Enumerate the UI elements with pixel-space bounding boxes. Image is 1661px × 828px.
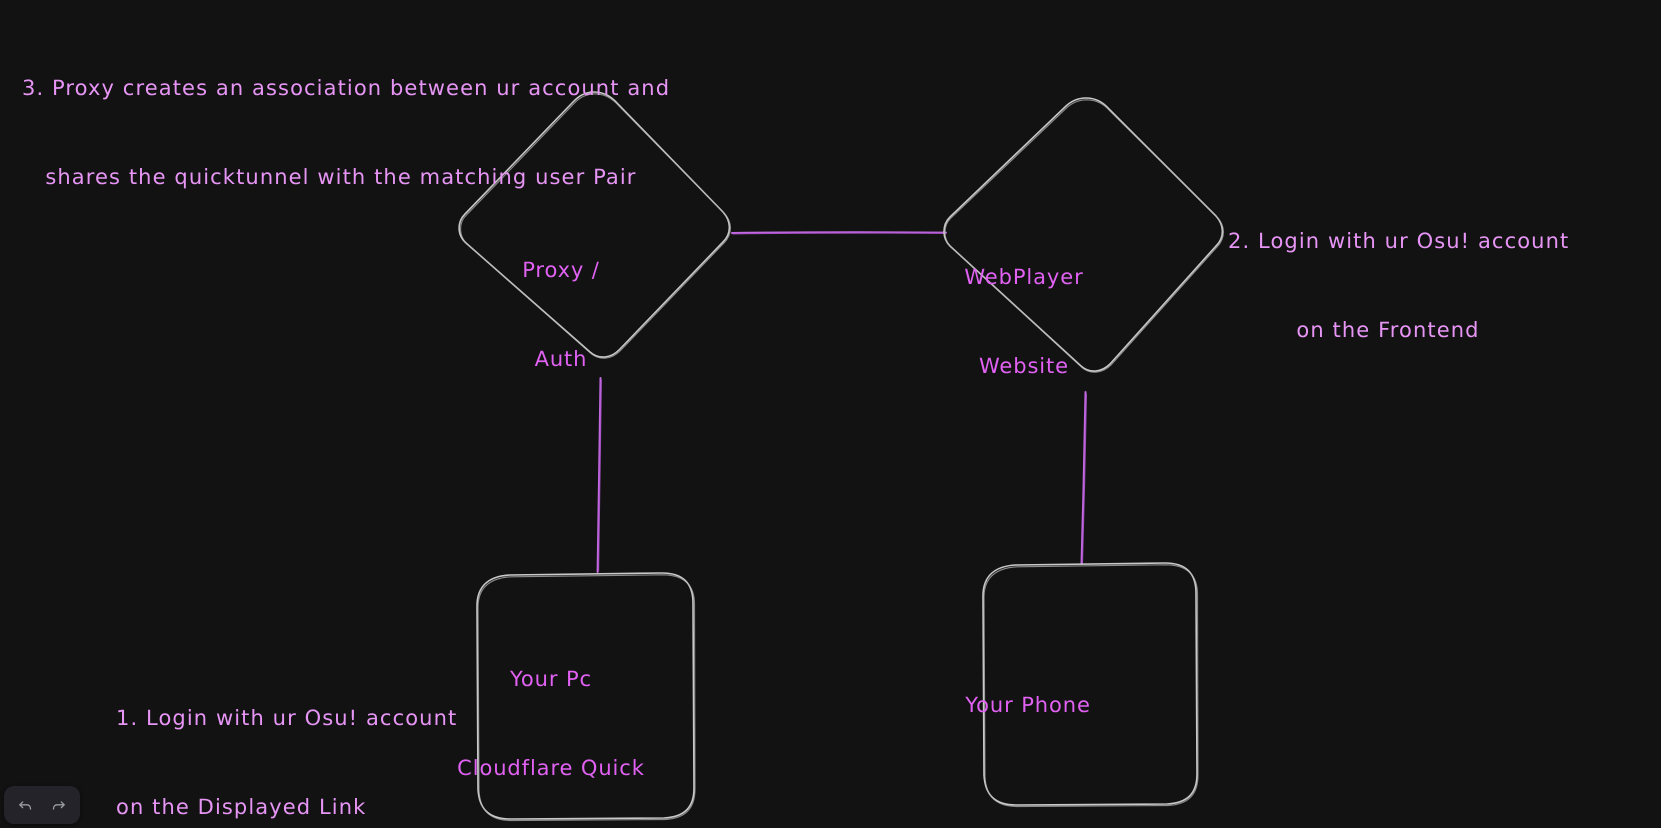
undo-icon — [17, 797, 34, 814]
undo-button[interactable] — [10, 791, 41, 819]
annotation-step-1-line1: 1. Login with ur Osu! account — [116, 705, 458, 730]
history-toolbar — [4, 786, 80, 824]
node-label-proxy-auth-line2: Auth — [534, 347, 588, 372]
redo-icon — [50, 797, 67, 814]
node-label-webplayer[interactable]: WebPlayer Website — [924, 203, 1124, 442]
node-label-webplayer-line2: Website — [978, 354, 1069, 379]
annotation-step-2-line1: 2. Login with ur Osu! account — [1228, 228, 1570, 253]
node-label-proxy-auth[interactable]: Proxy / Auth — [461, 196, 661, 435]
connector-proxy-to-webplayer — [731, 231, 947, 235]
annotation-step-3-line2: shares the quicktunnel with the matching… — [22, 165, 637, 190]
node-label-your-pc-line1: Your Pc — [509, 666, 592, 691]
node-label-webplayer-line1: WebPlayer — [964, 264, 1084, 289]
annotation-step-3-line1: 3. Proxy creates an association between … — [22, 75, 671, 100]
annotation-step-2[interactable]: 2. Login with ur Osu! account on the Fro… — [1228, 167, 1570, 406]
node-label-your-pc-line2: Cloudflare Quick — [457, 756, 645, 781]
annotation-step-3[interactable]: 3. Proxy creates an association between … — [22, 14, 670, 253]
node-label-your-phone[interactable]: Your Phone — [930, 631, 1126, 780]
annotation-step-1[interactable]: 1. Login with ur Osu! account on the Dis… — [116, 644, 457, 828]
node-label-proxy-auth-line1: Proxy / — [522, 257, 600, 282]
annotation-step-2-line2: on the Frontend — [1296, 318, 1480, 343]
node-label-your-phone-line1: Your Phone — [965, 692, 1091, 717]
annotation-step-1-line2: on the Displayed Link — [116, 795, 367, 820]
node-label-your-pc[interactable]: Your Pc Cloudflare Quick tunnel Webserve… — [455, 605, 647, 828]
redo-button[interactable] — [43, 791, 74, 819]
